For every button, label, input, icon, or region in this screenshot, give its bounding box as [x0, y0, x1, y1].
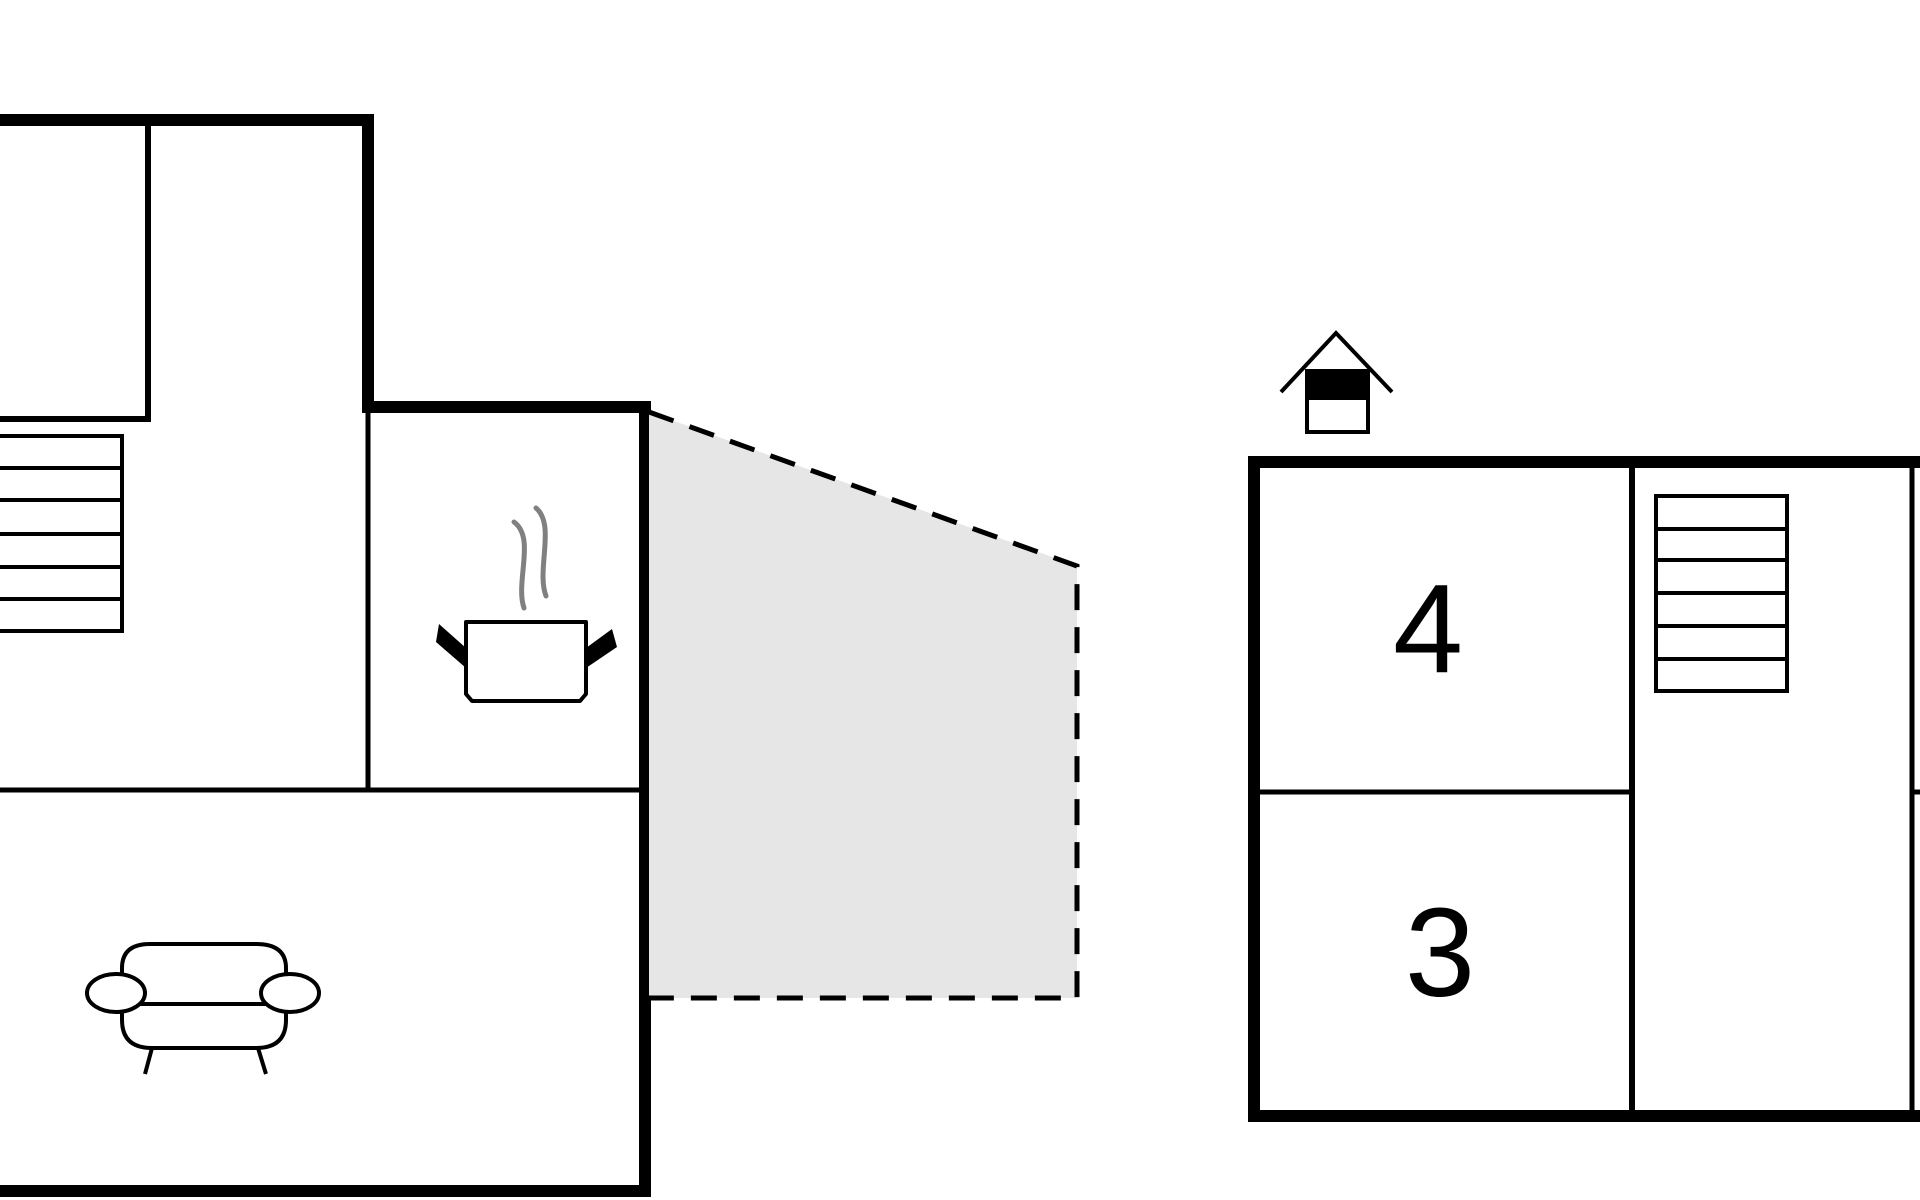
left-building — [0, 114, 651, 1197]
stairs-icon — [1654, 494, 1789, 693]
entrance-roof — [1279, 330, 1394, 394]
steam-icon — [511, 505, 549, 611]
right-building-outer-wall — [1248, 456, 1920, 1122]
terrace-area — [649, 412, 1077, 998]
pot-left-handle — [436, 624, 466, 668]
left-building-outer-wall — [0, 114, 651, 1197]
stairs-icon — [0, 434, 124, 633]
sofa-right-arm — [259, 972, 321, 1014]
bedroom-3-label: 3 — [1405, 882, 1475, 1023]
sofa-left-arm — [85, 972, 147, 1014]
sofa-base — [120, 1004, 288, 1050]
sofa-icon — [85, 942, 321, 1075]
sofa-left-leg — [143, 1047, 154, 1075]
sofa-right-leg — [256, 1047, 268, 1075]
kitchen-pot-icon — [436, 505, 617, 703]
entrance-house-icon — [1279, 330, 1394, 434]
bedroom-4-label: 4 — [1393, 558, 1463, 699]
terrace-dashed-outline — [648, 409, 1080, 1001]
pot-body — [464, 620, 588, 703]
entrance-door-top — [1307, 371, 1368, 400]
pot-right-handle — [586, 629, 617, 668]
right-building — [1248, 456, 1920, 1122]
left-closet-wall — [0, 117, 151, 422]
sofa-back — [120, 942, 288, 980]
